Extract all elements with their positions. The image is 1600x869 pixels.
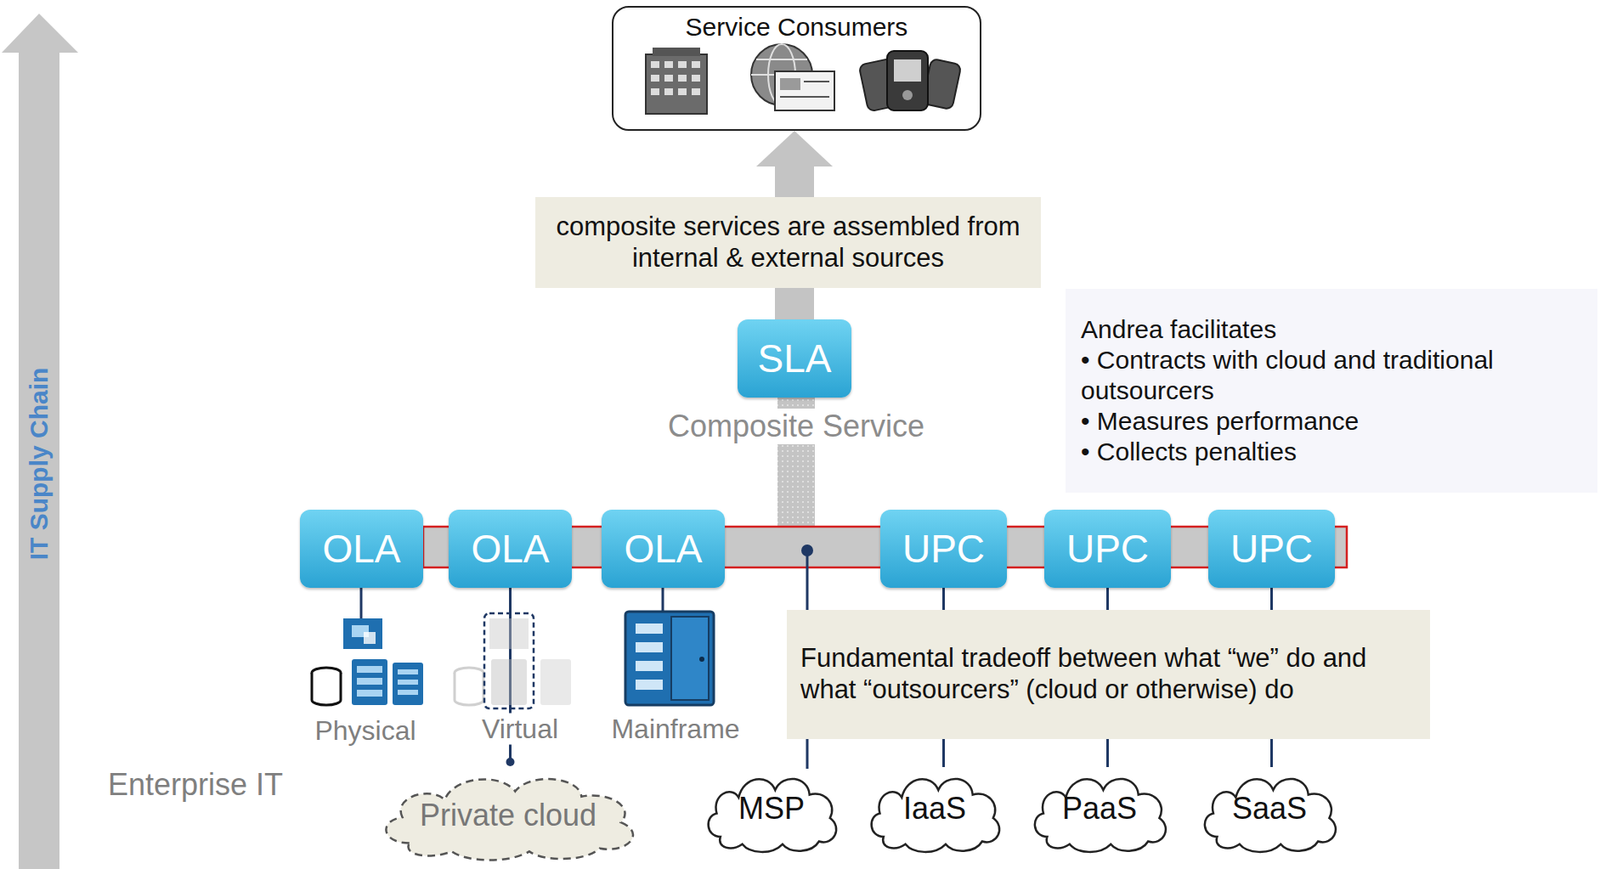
platform-label: Virtual [478,713,562,746]
upc-box: UPC [1044,509,1171,588]
note-box: Andrea facilitates• Contracts with cloud… [1065,288,1598,493]
node-text: UPC [902,525,985,572]
virtual-icon [454,618,572,706]
upc-box: UPC [880,509,1007,588]
callout-box: Fundamental tradeoff between what “we” d… [786,610,1431,740]
node-text: OLA [322,525,401,572]
cloud-shape: Private cloud [367,760,650,865]
node-text: • Measures performance [1080,406,1589,437]
section-label: Composite Service [664,408,928,445]
node-text: Service Consumers [613,12,980,42]
wires [361,550,808,769]
cloud-shape: MSP [698,762,845,856]
node-text: Fundamental tradeoff between what “we” d… [800,643,1417,706]
node-text: Private cloud [419,797,597,834]
node-text: • Collects penalties [1080,436,1589,468]
virtual-frame [484,613,534,709]
node-text: OLA [623,525,702,572]
connector-dot [506,757,515,767]
node-text: PaaS [1062,791,1137,827]
building-icon [645,47,707,114]
globe-icon [751,44,835,111]
cloud-shape: SaaS [1194,762,1345,856]
upc-box: UPC [1208,509,1335,588]
junction-dot [801,544,814,557]
node-text: • Contracts with cloud and traditional o… [1080,344,1589,407]
ola-box: OLA [299,509,424,588]
node-text: SaaS [1232,791,1307,827]
platform-label: Mainframe [607,713,743,746]
sla-box: SLA [737,319,852,398]
group-label: Enterprise IT [107,767,283,803]
node-text: UPC [1230,525,1313,572]
callout-box: composite services are assembled from in… [535,197,1041,289]
mainframe-icon [625,611,714,706]
consumer-box: Service Consumers [611,5,982,131]
platform-label: Physical [310,715,419,747]
physical-icon [311,618,424,706]
node-text: MSP [738,791,805,827]
supply-chain-arrow [1,13,79,869]
node-text: SLA [757,335,832,382]
ola-box: OLA [601,509,725,588]
node-text: IaaS [903,791,967,827]
cloud-shape: PaaS [1024,762,1175,856]
ola-box: OLA [448,509,572,588]
devices-icon [859,50,962,113]
cloud-shape: IaaS [861,762,1008,856]
note-heading: Andrea facilitates [1080,314,1589,345]
node-text: UPC [1066,525,1149,572]
node-text: composite services are assembled from in… [548,211,1028,274]
axis-label: IT Supply Chain [24,367,54,561]
arrow-head [756,130,833,167]
node-text: OLA [470,525,549,572]
